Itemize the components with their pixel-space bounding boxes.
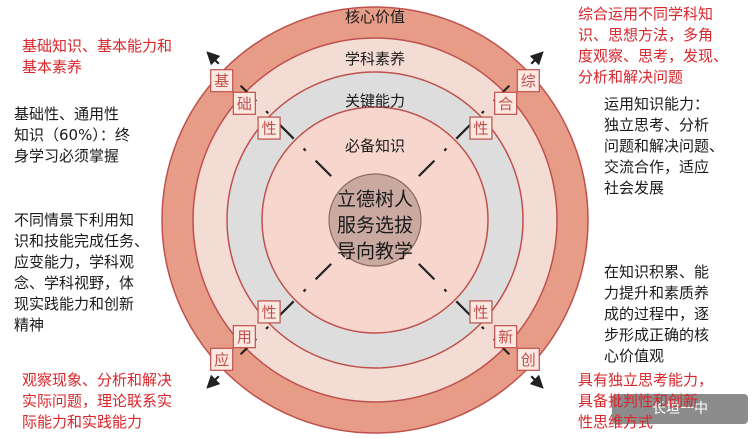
badge-bottom-right-2: 新 xyxy=(494,325,518,349)
core-text-line-2: 服务选拔 xyxy=(337,215,413,237)
note-basic-knowledge: 基础性、通用性 知识（60%）：终 身学习必须掌握 xyxy=(14,105,130,165)
core-circle-shape xyxy=(328,173,422,267)
badge-top-right-1: 综 xyxy=(516,69,540,93)
note-application-ability: 不同情景下利用知 识和技能完成任务、 应变能力，学科观 念、学科视野，体 现实践… xyxy=(14,211,150,334)
badge-bottom-right-3: 创 xyxy=(516,347,540,371)
svg-text:基: 基 xyxy=(214,72,229,90)
svg-text:性: 性 xyxy=(262,303,277,321)
badge-top-left-3: 性 xyxy=(257,116,281,140)
badge-bottom-right-1: 性 xyxy=(469,300,493,324)
svg-text:础: 础 xyxy=(237,95,252,113)
core-text-line-3: 导向教学 xyxy=(337,241,413,263)
badge-bottom-left-1: 性 xyxy=(257,300,281,324)
ring-label-2: 学科素养 xyxy=(345,50,405,68)
svg-text:应: 应 xyxy=(214,351,229,369)
ring-label-1: 核心价值 xyxy=(345,8,405,26)
note-core-values: 在知识积累、能 力提升和素质养 成的过程中，逐 步形成正确的核 心价值观 xyxy=(604,263,710,365)
badge-bottom-left-3: 应 xyxy=(210,347,234,371)
ring-label-4: 必备知识 xyxy=(345,137,405,155)
svg-text:综: 综 xyxy=(521,72,536,90)
note-innovative-thinking: 具有独立思考能力， 具备批判性和创新 性思维方式 xyxy=(578,371,714,431)
badge-top-right-2: 合 xyxy=(494,91,518,115)
note-knowledge-ability: 运用知识能力： 独立思考、分析 问题和解决问题、 交流合作，适应 社会发展 xyxy=(604,95,725,197)
note-basic-quality: 基础知识、基本能力和 基本素养 xyxy=(22,37,173,76)
svg-text:性: 性 xyxy=(473,120,488,138)
note-comprehensive-use: 综合运用不同学科知 识、思想方法，多角 度观察、思考，发现、 分析和解决问题 xyxy=(578,5,729,86)
svg-text:创: 创 xyxy=(521,351,536,369)
watermark-text: 长垣一中 xyxy=(652,401,708,417)
svg-text:新: 新 xyxy=(498,328,513,346)
core-text-line-1: 立德树人 xyxy=(337,189,413,211)
svg-text:性: 性 xyxy=(262,120,277,138)
ring-label-3: 关键能力 xyxy=(345,92,405,110)
badge-top-right-3: 性 xyxy=(469,116,493,140)
badge-top-left-2: 础 xyxy=(232,91,256,115)
watermark: 长垣一中 xyxy=(612,394,748,424)
note-practical-ability: 观察现象、分析和解决 实际问题，理论联系实 际能力和实践能力 xyxy=(22,371,173,431)
svg-text:合: 合 xyxy=(498,95,513,113)
svg-text:性: 性 xyxy=(473,303,488,321)
badge-top-left-1: 基 xyxy=(210,69,234,93)
svg-text:用: 用 xyxy=(237,328,252,346)
badge-bottom-left-2: 用 xyxy=(232,325,256,349)
